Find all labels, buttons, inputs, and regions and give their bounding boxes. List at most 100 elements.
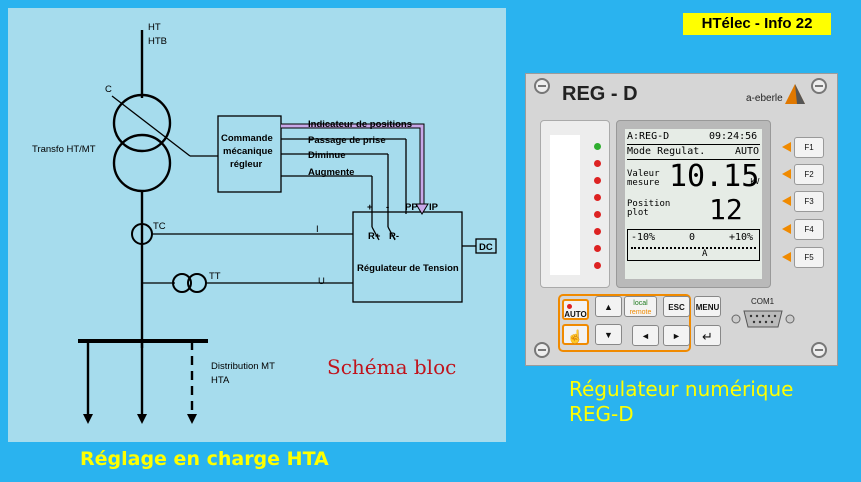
r-minus-label: R- <box>389 231 399 242</box>
pp-label: PP <box>405 202 418 213</box>
screw-icon <box>811 342 827 358</box>
r-plus-label: R+ <box>368 231 381 242</box>
block-diagram-panel: HT HTB C Transfo HT/MT Commande mécaniqu… <box>8 8 506 442</box>
status-led <box>594 177 601 184</box>
label-strip <box>550 135 580 275</box>
lcd-position: 12 <box>709 193 743 226</box>
minus-label: - <box>386 202 389 213</box>
dc-label: DC <box>479 242 493 253</box>
left-button[interactable]: ◄ <box>632 325 659 346</box>
transformer-secondary-winding <box>112 133 172 193</box>
f1-button[interactable]: F1 <box>794 137 824 158</box>
u-label: U <box>318 276 325 287</box>
remote-label: remote <box>629 309 652 316</box>
f5-button[interactable]: F5 <box>794 247 824 268</box>
lcd-frame: A:REG-D 09:24:56 Mode Regulat. AUTO Vale… <box>616 120 771 288</box>
local-label: local <box>633 300 648 307</box>
lcd-unit: kV <box>750 177 760 186</box>
lcd-scale-left: -10% <box>631 232 656 243</box>
f3-button[interactable]: F3 <box>794 191 824 212</box>
passage-label: Passage de prise <box>308 135 386 146</box>
schema-bloc-label: Schéma bloc <box>327 355 456 379</box>
lcd-scale-box <box>627 229 760 261</box>
regulateur-label: Régulateur de Tension <box>357 263 459 274</box>
manual-hand-button[interactable]: ☝ <box>562 324 589 345</box>
ip-label: IP <box>429 202 439 213</box>
screw-icon <box>811 78 827 94</box>
com1-label: COM1 <box>751 297 775 306</box>
block-diagram: HT HTB C Transfo HT/MT Commande mécaniqu… <box>32 22 497 424</box>
commande-label-1: Commande <box>221 133 273 144</box>
menu-button[interactable]: MENU <box>694 296 721 317</box>
device-title: REG - D <box>562 83 638 105</box>
f5-indicator-arrow-icon <box>782 252 791 262</box>
reg-d-caption-line1: Régulateur numérique <box>569 377 794 401</box>
commande-label-2: mécanique <box>223 146 273 157</box>
lcd-mode-label: Mode Regulat. <box>627 146 706 157</box>
screw-icon <box>534 342 550 358</box>
status-led <box>594 160 601 167</box>
transformer-primary-winding <box>112 93 172 153</box>
hta-label: HTA <box>211 375 230 386</box>
feeder-2-arrow <box>137 414 147 424</box>
tt-winding-1 <box>172 273 192 293</box>
tc-label: TC <box>153 221 166 232</box>
f2-button[interactable]: F2 <box>794 164 824 185</box>
status-led <box>594 194 601 201</box>
com1-serial-port-icon <box>731 310 795 328</box>
esc-button[interactable]: ESC <box>663 296 690 317</box>
indicateur-label: Indicateur de positions <box>308 119 412 130</box>
brand-name: a-eberle <box>746 93 783 104</box>
htelec-badge: HTélec - Info 22 <box>683 13 831 35</box>
keypad-group-frame <box>558 294 691 352</box>
plus-label: + <box>367 202 373 213</box>
tap-changer-arrow <box>111 95 191 157</box>
f4-indicator-arrow-icon <box>782 224 791 234</box>
lcd-position-label-2: plot <box>627 208 649 218</box>
auto-led <box>567 304 572 309</box>
footer-title: Réglage en charge HTA <box>80 448 329 470</box>
right-button[interactable]: ► <box>663 325 690 346</box>
reg-d-caption-line2: REG-D <box>569 402 634 426</box>
f3-indicator-arrow-icon <box>782 196 791 206</box>
status-led <box>594 262 601 269</box>
screw-icon <box>534 78 550 94</box>
tt-label: TT <box>209 271 221 282</box>
lcd-valeur: 10.15 <box>669 159 760 194</box>
reg-d-caption: Régulateur numérique REG-D <box>569 377 793 427</box>
auto-button[interactable]: AUTO <box>562 299 589 320</box>
dc-box <box>475 238 497 254</box>
lcd-clock: 09:24:56 <box>709 131 758 142</box>
feeder-3-arrow <box>187 414 197 424</box>
lcd-position-label-1: Position <box>627 199 671 209</box>
i-label: I <box>316 224 319 235</box>
status-led <box>594 228 601 235</box>
indicateur-arrow <box>415 203 429 215</box>
enter-button[interactable]: ↵ <box>694 325 721 346</box>
status-led-green <box>594 143 601 150</box>
feeder-1-arrow <box>83 414 93 424</box>
regulateur-box <box>352 211 463 303</box>
c-label: C <box>105 84 112 95</box>
lcd-scale-right: +10% <box>729 232 754 243</box>
f4-button[interactable]: F4 <box>794 219 824 240</box>
lcd-scale-ticks <box>631 247 756 249</box>
lcd-scale-marker: A <box>702 249 708 259</box>
ht-label: HT <box>148 22 161 33</box>
status-led <box>594 245 601 252</box>
htb-label: HTB <box>148 36 167 47</box>
a-eberle-logo-icon <box>785 84 805 104</box>
f2-indicator-arrow-icon <box>782 169 791 179</box>
lcd-valeur-label-2: mesure <box>627 178 660 188</box>
local-remote-button[interactable]: local remote <box>624 296 657 317</box>
f1-indicator-arrow-icon <box>782 142 791 152</box>
augmente-label: Augmente <box>308 167 354 178</box>
indicateur-line-inner <box>281 124 424 204</box>
reg-d-device: REG - D a-eberle A:REG-D 09:24:56 Mode R… <box>525 73 838 366</box>
lcd-mode-value: AUTO <box>735 146 760 157</box>
led-panel <box>540 120 610 288</box>
up-button[interactable]: ▲ <box>595 296 622 317</box>
transfo-label: Transfo HT/MT <box>32 144 96 155</box>
diminue-label: Diminue <box>308 150 345 161</box>
down-button[interactable]: ▼ <box>595 324 622 345</box>
